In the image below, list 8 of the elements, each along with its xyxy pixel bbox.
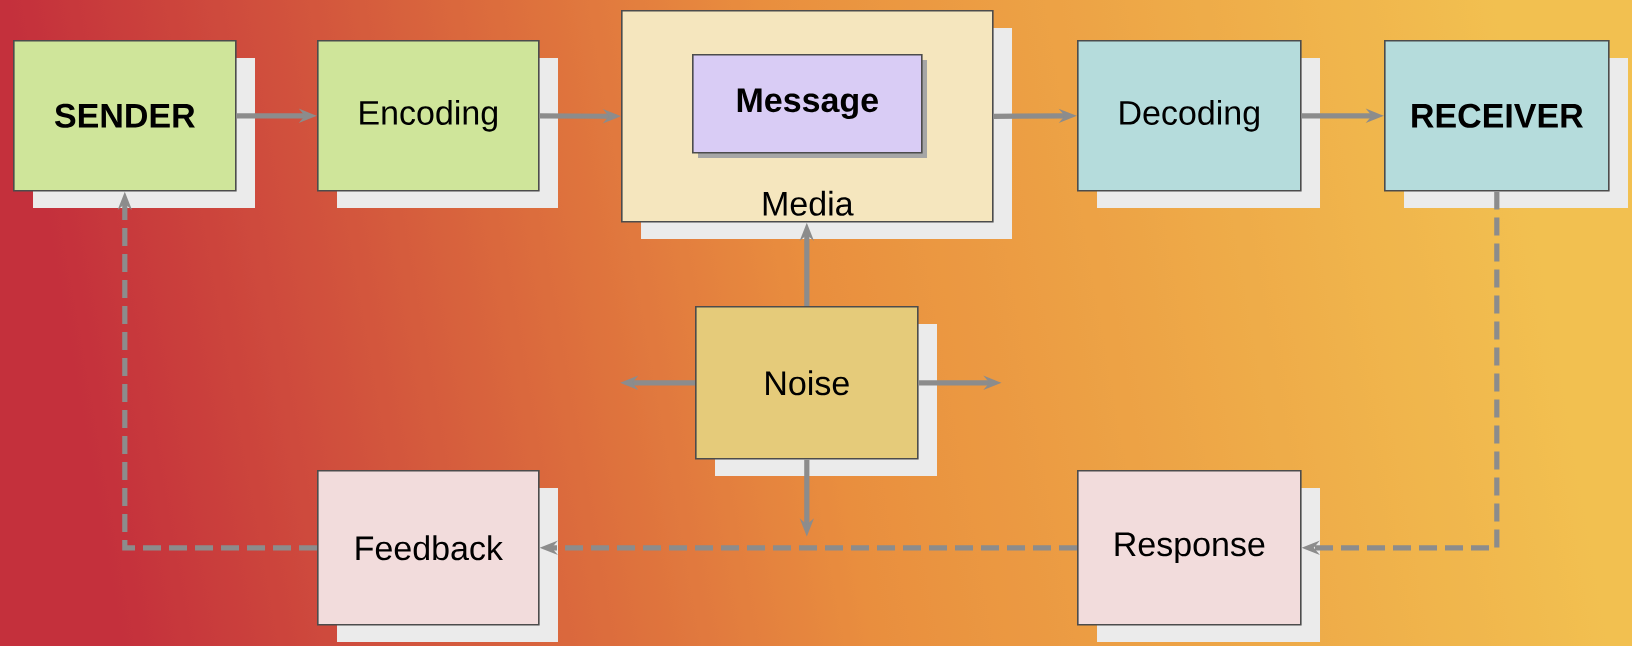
response-box: Response — [1077, 470, 1320, 642]
process-box: Encoding — [317, 40, 558, 208]
feedback-box: Feedback — [317, 470, 558, 642]
process-box: Decoding — [1077, 40, 1320, 208]
sender-box: SENDER — [13, 40, 255, 208]
message-box: Message — [692, 54, 927, 158]
noise-box: Noise — [695, 306, 937, 476]
receiver-box: RECEIVER — [1384, 40, 1628, 208]
